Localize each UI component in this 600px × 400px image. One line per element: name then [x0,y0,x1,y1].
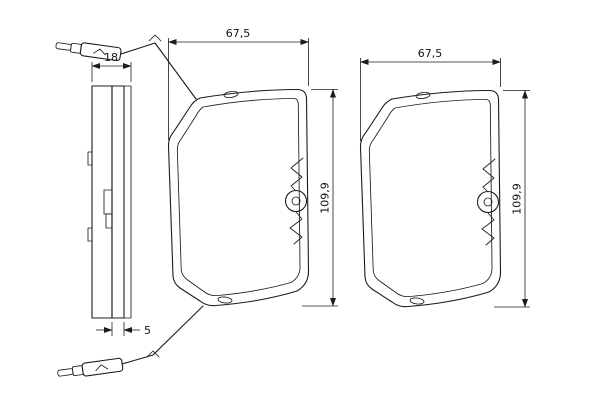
dimension-pad-b-height: 109,9 [494,89,530,308]
dimension-label-pad-a-width: 67,5 [226,27,251,40]
sensor-mount-side [103,189,113,215]
dimension-pad-a-height: 109,9 [302,88,338,307]
dimension-pad-b-width: 67,5 [359,47,502,141]
dimension-label-18: 18 [104,51,118,64]
dimension-side-width: 18 [91,51,132,82]
sensor-wire-bottom [121,305,204,365]
dimension-label-pad-a-height: 109,9 [319,182,332,214]
dimension-label-pad-b-width: 67,5 [418,47,443,60]
sensor-wire-top [120,42,197,100]
friction-layer-side [91,85,113,319]
sensor-clip-side [105,213,113,229]
dimension-label-5: 5 [144,324,151,337]
dimension-backplate-thickness: 5 [96,322,151,337]
clip-detail-lower [87,227,93,242]
backplate-side [111,85,125,319]
brake-pad-front-view-a [167,88,310,307]
wire-clip-top-icon [148,34,162,42]
clip-detail-upper [87,151,93,166]
brake-pad-front-view-b [359,89,502,308]
wire-clip-bottom-icon [146,350,160,358]
dimension-label-pad-b-height: 109,9 [511,183,524,215]
shim-layer-side [123,85,132,319]
pad-side-view [87,85,132,319]
wear-sensor-connector-bottom [56,357,124,381]
dimension-pad-a-width: 67,5 [167,27,310,140]
